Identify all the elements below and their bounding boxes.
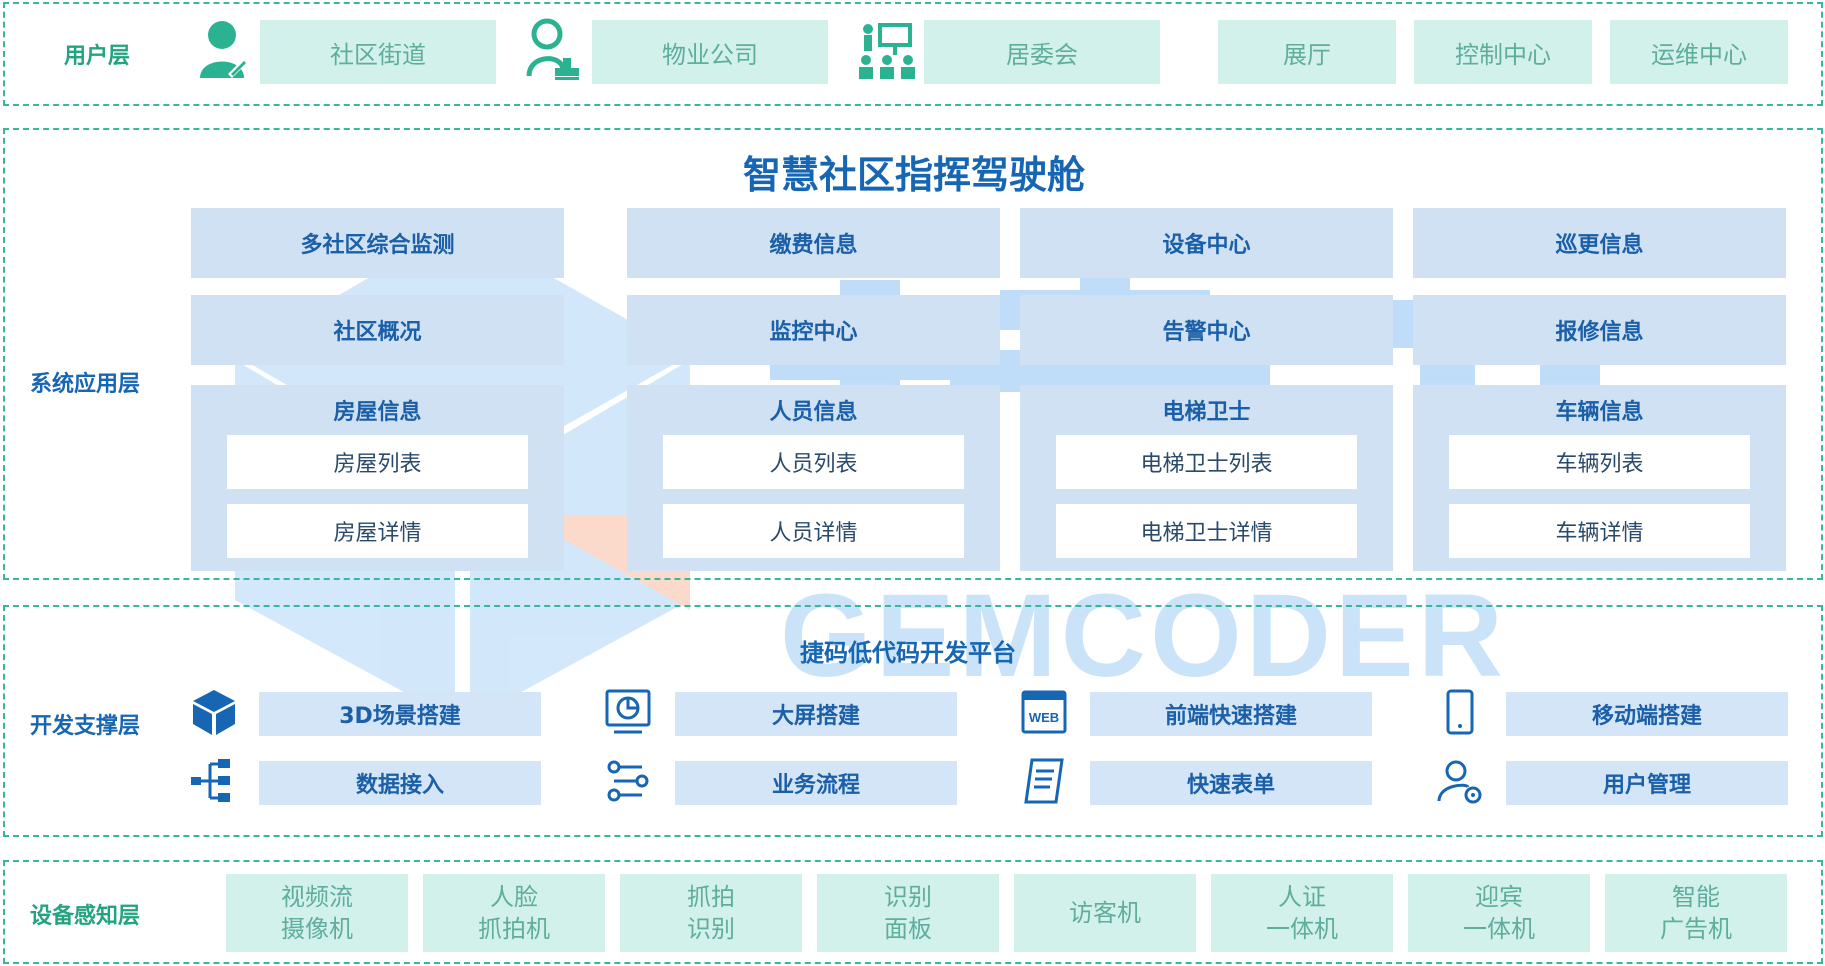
device-face-capture: 人脸 抓拍机 bbox=[423, 874, 605, 952]
cube-icon bbox=[193, 690, 235, 735]
app-layer bbox=[3, 128, 1823, 580]
card-sub-item: 人员列表 bbox=[663, 435, 964, 489]
web-icon: WEB bbox=[1021, 690, 1067, 734]
mobile-icon bbox=[1446, 689, 1474, 735]
device-layer-label: 设备感知层 bbox=[30, 904, 141, 929]
card-sub-item: 电梯卫士详情 bbox=[1056, 504, 1357, 558]
card-title: 人员信息 bbox=[769, 400, 858, 425]
module-alarm-center: 告警中心 bbox=[1020, 295, 1393, 365]
user-item-ops-center: 运维中心 bbox=[1610, 20, 1788, 84]
dev-item-mobile: 移动端搭建 bbox=[1506, 692, 1788, 736]
user-item-committee: 居委会 bbox=[924, 20, 1160, 84]
card-sub-item: 房屋详情 bbox=[227, 504, 528, 558]
dev-item-frontend: 前端快速搭建 bbox=[1090, 692, 1372, 736]
card-vehicle-info: 车辆信息 车辆列表 车辆详情 bbox=[1413, 385, 1786, 571]
device-recognition-panel: 识别 面板 bbox=[817, 874, 999, 952]
dev-item-user-mgmt: 用户管理 bbox=[1506, 761, 1788, 805]
app-layer-label: 系统应用层 bbox=[30, 372, 141, 397]
user-stamp-icon bbox=[526, 18, 579, 80]
user-item-hall: 展厅 bbox=[1218, 20, 1396, 84]
module-repair-info: 报修信息 bbox=[1413, 295, 1786, 365]
user-layer bbox=[3, 2, 1823, 106]
card-elevator-guard: 电梯卫士 电梯卫士列表 电梯卫士详情 bbox=[1020, 385, 1393, 571]
device-smart-ad: 智能 广告机 bbox=[1605, 874, 1787, 952]
module-multi-community-monitor: 多社区综合监测 bbox=[191, 208, 564, 278]
device-video-camera: 视频流 摄像机 bbox=[226, 874, 408, 952]
data-tree-icon bbox=[191, 759, 230, 802]
meeting-presenter-icon bbox=[859, 23, 915, 79]
form-icon bbox=[1024, 758, 1064, 804]
dev-item-3d-scene: 3D场景搭建 bbox=[259, 692, 541, 736]
user-item-control-center: 控制中心 bbox=[1414, 20, 1592, 84]
card-person-info: 人员信息 人员列表 人员详情 bbox=[627, 385, 1000, 571]
device-layer bbox=[3, 860, 1823, 964]
device-id-verification: 人证 一体机 bbox=[1211, 874, 1393, 952]
card-sub-item: 电梯卫士列表 bbox=[1056, 435, 1357, 489]
module-community-overview: 社区概况 bbox=[191, 295, 564, 365]
card-title: 房屋信息 bbox=[333, 400, 422, 425]
dev-layer-title: 捷码低代码开发平台 bbox=[800, 639, 1016, 667]
card-sub-item: 房屋列表 bbox=[227, 435, 528, 489]
screen-chart-icon bbox=[605, 689, 651, 734]
user-layer-label: 用户层 bbox=[64, 44, 131, 69]
card-sub-item: 车辆列表 bbox=[1449, 435, 1750, 489]
card-house-info: 房屋信息 房屋列表 房屋详情 bbox=[191, 385, 564, 571]
dev-item-workflow: 业务流程 bbox=[675, 761, 957, 805]
dev-item-data-access: 数据接入 bbox=[259, 761, 541, 805]
dev-layer bbox=[3, 605, 1823, 837]
user-item-street: 社区街道 bbox=[260, 20, 496, 84]
card-sub-item: 人员详情 bbox=[663, 504, 964, 558]
module-device-center: 设备中心 bbox=[1020, 208, 1393, 278]
dev-layer-label: 开发支撑层 bbox=[30, 714, 141, 739]
module-payment-info: 缴费信息 bbox=[627, 208, 1000, 278]
svg-text:WEB: WEB bbox=[1029, 710, 1059, 725]
card-sub-item: 车辆详情 bbox=[1449, 504, 1750, 558]
device-welcome-terminal: 迎宾 一体机 bbox=[1408, 874, 1590, 952]
app-layer-title: 智慧社区指挥驾驶舱 bbox=[743, 153, 1086, 197]
dev-item-big-screen: 大屏搭建 bbox=[675, 692, 957, 736]
dev-item-quick-form: 快速表单 bbox=[1090, 761, 1372, 805]
module-monitor-center: 监控中心 bbox=[627, 295, 1000, 365]
device-capture-recognition: 抓拍 识别 bbox=[620, 874, 802, 952]
user-edit-icon bbox=[200, 21, 248, 78]
card-title: 车辆信息 bbox=[1555, 400, 1644, 425]
card-title: 电梯卫士 bbox=[1162, 400, 1251, 425]
user-settings-icon bbox=[1437, 760, 1482, 804]
device-visitor-machine: 访客机 bbox=[1014, 874, 1196, 952]
user-item-property: 物业公司 bbox=[592, 20, 828, 84]
module-patrol-info: 巡更信息 bbox=[1413, 208, 1786, 278]
workflow-icon bbox=[607, 760, 649, 802]
